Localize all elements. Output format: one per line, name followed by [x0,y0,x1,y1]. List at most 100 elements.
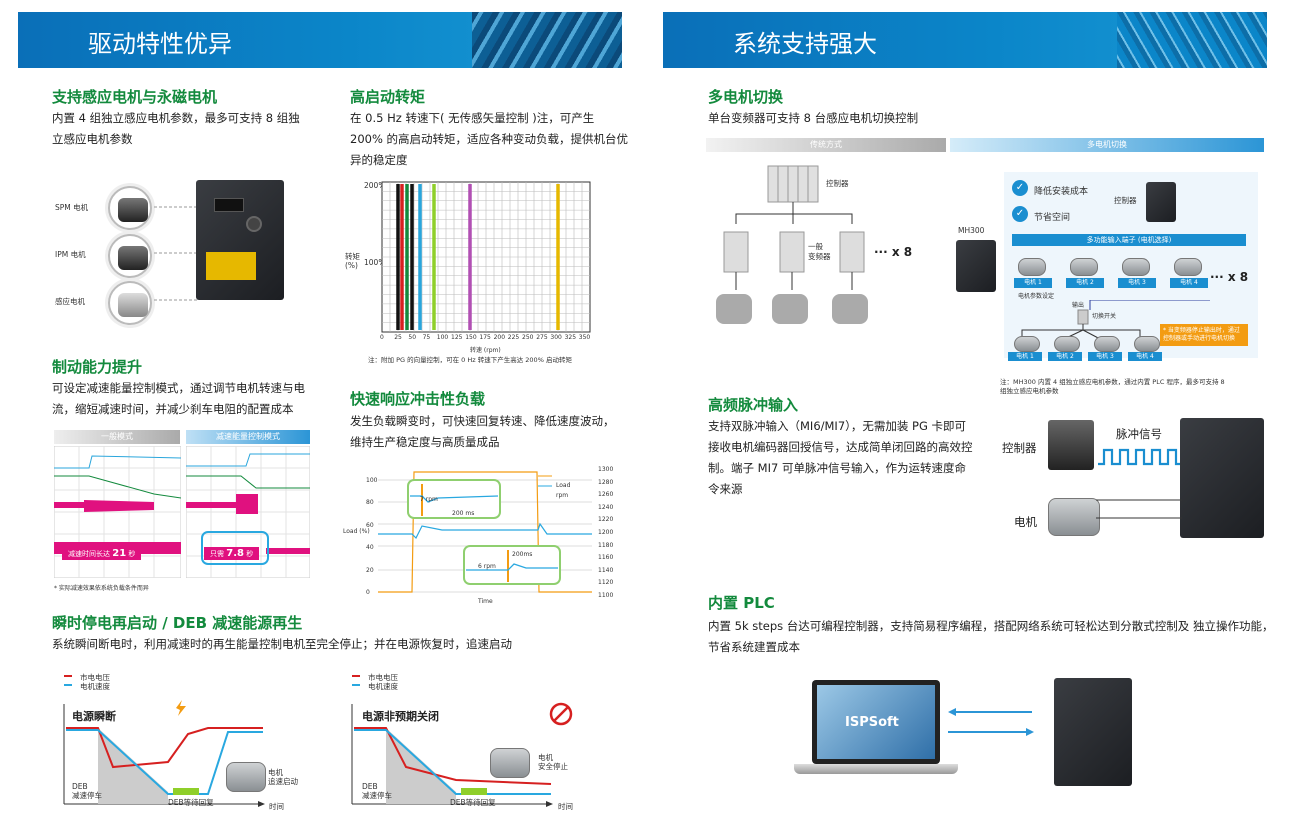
torque-x-tick: 100 [436,334,449,341]
torque-x-tick: 275 [536,334,548,341]
restart-chart-2 [351,675,573,807]
general-inverter-label: 一般 变频器 [808,242,831,261]
torque-x-label: 转速 (rpm) [470,347,501,354]
restart-motor-image-1 [226,762,266,792]
braking-time-control: 只需 7.8 秒 [204,547,260,560]
braking-time-normal-unit: 秒 [128,550,136,558]
tab-normal-mode: 一般模式 [54,430,180,444]
impact-right-tick: 1100 [598,592,614,599]
torque-x-tick: 225 [507,334,520,341]
torque-x-tick: 200 [493,334,506,341]
torque-x-tick: 125 [451,334,463,341]
motor-chip-top: 电机 1 [1014,278,1052,288]
impact-y-label: Load (%) [343,528,370,535]
torque-y-label: 转矩 (%) [345,252,360,270]
motor-icon-top [1070,258,1098,276]
impact-body: 发生负载瞬变时，可快速回复转速、降低速度波动，维持生产稳定度与高质量成品 [350,414,615,449]
mh300-label: MH300 [958,226,985,235]
torque-y-tick-200: 200% [364,181,386,190]
motor-icon-top [1174,258,1202,276]
impact-legend-load: Load [556,482,571,489]
restart-chart2-wait: DEB等待回复 [450,798,496,807]
restart-legend-voltage-1: 市电电压 [80,673,110,682]
torque-x-tick: 325 [564,334,577,341]
impact-box2-ms: 200ms [512,551,533,558]
laptop-image: ISPSoft [812,680,940,764]
pulse-controller-image [1048,420,1094,470]
drive-image [196,180,284,300]
restart-time-label-2: 时间 [558,802,573,811]
impact-right-tick: 1240 [598,503,614,511]
impact-box1-rpm: 7 rpm [420,496,438,503]
motor-label-spm: SPM 电机 [55,203,89,212]
restart-chart2-title: 电源非预期关闭 [362,710,439,723]
restart-chart1-motor: 电机 追速启动 [268,768,298,786]
pulse-wave [1098,448,1180,466]
impact-right-tick: 1160 [598,554,614,562]
right-banner: 系统支持强大 [663,12,1267,68]
impact-box2-rpm: 6 rpm [478,563,496,570]
motor-label-induction: 感应电机 [55,297,85,306]
switch-lines [1021,300,1210,341]
torque-y-tick-100: 100% [364,258,386,267]
motor-icon-bottom [1054,336,1080,352]
left-banner: 驱动特性优异 [18,12,622,68]
pulse-motor-image [1048,498,1100,536]
benefit-space: 节省空间 [1034,213,1071,223]
output-label: 输出 [1072,302,1085,309]
motor-chip-top: 电机 3 [1118,278,1156,288]
impact-left-tick: 100 [366,477,378,484]
motor-icon-bottom [1014,336,1040,352]
high-torque-title: 高启动转矩 [350,88,426,106]
banner-decoration-right [1117,12,1267,68]
switch-label: 切换开关 [1092,313,1117,320]
motor-dash-lines [154,206,198,301]
ipm-motor-image [108,234,152,278]
restart-time-label-1: 时间 [269,802,284,811]
pulse-body: 支持双脉冲输入（MI6/MI7），无需加装 PG 卡即可接收电机编码器回授信号，… [708,419,973,496]
tab-traditional: 传统方式 [706,138,946,152]
braking-time-control-unit: 秒 [246,550,254,558]
braking-title: 制动能力提升 [52,358,143,376]
torque-x-tick: 25 [394,334,402,341]
restart-body: 系统瞬间断电时，利用减速时的再生能量控制电机至完全停止；并在电源恢复时，追速启动 [52,637,512,651]
impact-left-tick: 60 [366,521,374,529]
impact-x-label: Time [478,598,493,605]
multi-motor-note: 注：MH300 内置 4 组独立感应电机参数，通过内置 PLC 程序，最多可支持… [1000,378,1225,395]
input-terminal-bar: 多功能输入端子 (电机选择) [1012,234,1246,246]
pulse-connect-lines [1096,499,1182,519]
pulse-drive-image [1180,418,1264,538]
motor-param-label: 电机参数设定 [1018,293,1055,300]
pulse-title: 高频脉冲输入 [708,396,799,414]
impact-right-tick: 1280 [598,478,614,486]
traditional-times8: ··· x 8 [874,245,913,259]
restart-chart2-deb: DEB 减速停车 [362,782,392,800]
impact-right-tick: 1140 [598,566,614,574]
restart-chart1-title: 电源瞬断 [72,710,116,723]
motor-icon-bottom [1134,336,1160,352]
impact-left-tick: 20 [366,566,374,574]
torque-note: 注：附加 PG 的向量控制，可在 0 Hz 转速下产生高达 200% 启动转矩 [368,356,572,364]
motor-chip-bottom: 电机 2 [1048,352,1082,361]
plc-drive-image [1054,678,1132,786]
tab-control-mode: 减速能量控制模式 [186,430,310,444]
motor-support-title: 支持感应电机与永磁电机 [52,88,218,106]
check-icon-space: ✓ [1012,206,1028,222]
switch-warning: * 当变频器停止输出时，通过控制器或手动进行电机切换 [1160,324,1248,346]
impact-right-tick: 1260 [598,491,614,499]
torque-x-tick: 175 [479,334,491,341]
tab-multi-motor: 多电机切换 [950,138,1264,152]
braking-time-normal: 减速时间长达 21 秒 [62,547,142,560]
restart-title: 瞬时停电再启动 / DEB 减速能源再生 [52,614,303,632]
induction-motor-image [108,281,152,325]
motor-support-body: 内置 4 组独立感应电机参数，最多可支持 8 组独立感应电机参数 [52,111,300,146]
impact-right-tick: 1120 [598,579,614,587]
braking-time-control-value: 7.8 [226,548,244,559]
plc-controller-image [1146,182,1176,222]
plc-arrows [948,708,1034,736]
motor-label-ipm: IPM 电机 [55,250,86,259]
braking-time-normal-value: 21 [112,548,127,559]
torque-x-tick: 75 [422,334,431,341]
banner-decoration [472,12,622,68]
pulse-signal-label: 脉冲信号 [1116,427,1162,441]
